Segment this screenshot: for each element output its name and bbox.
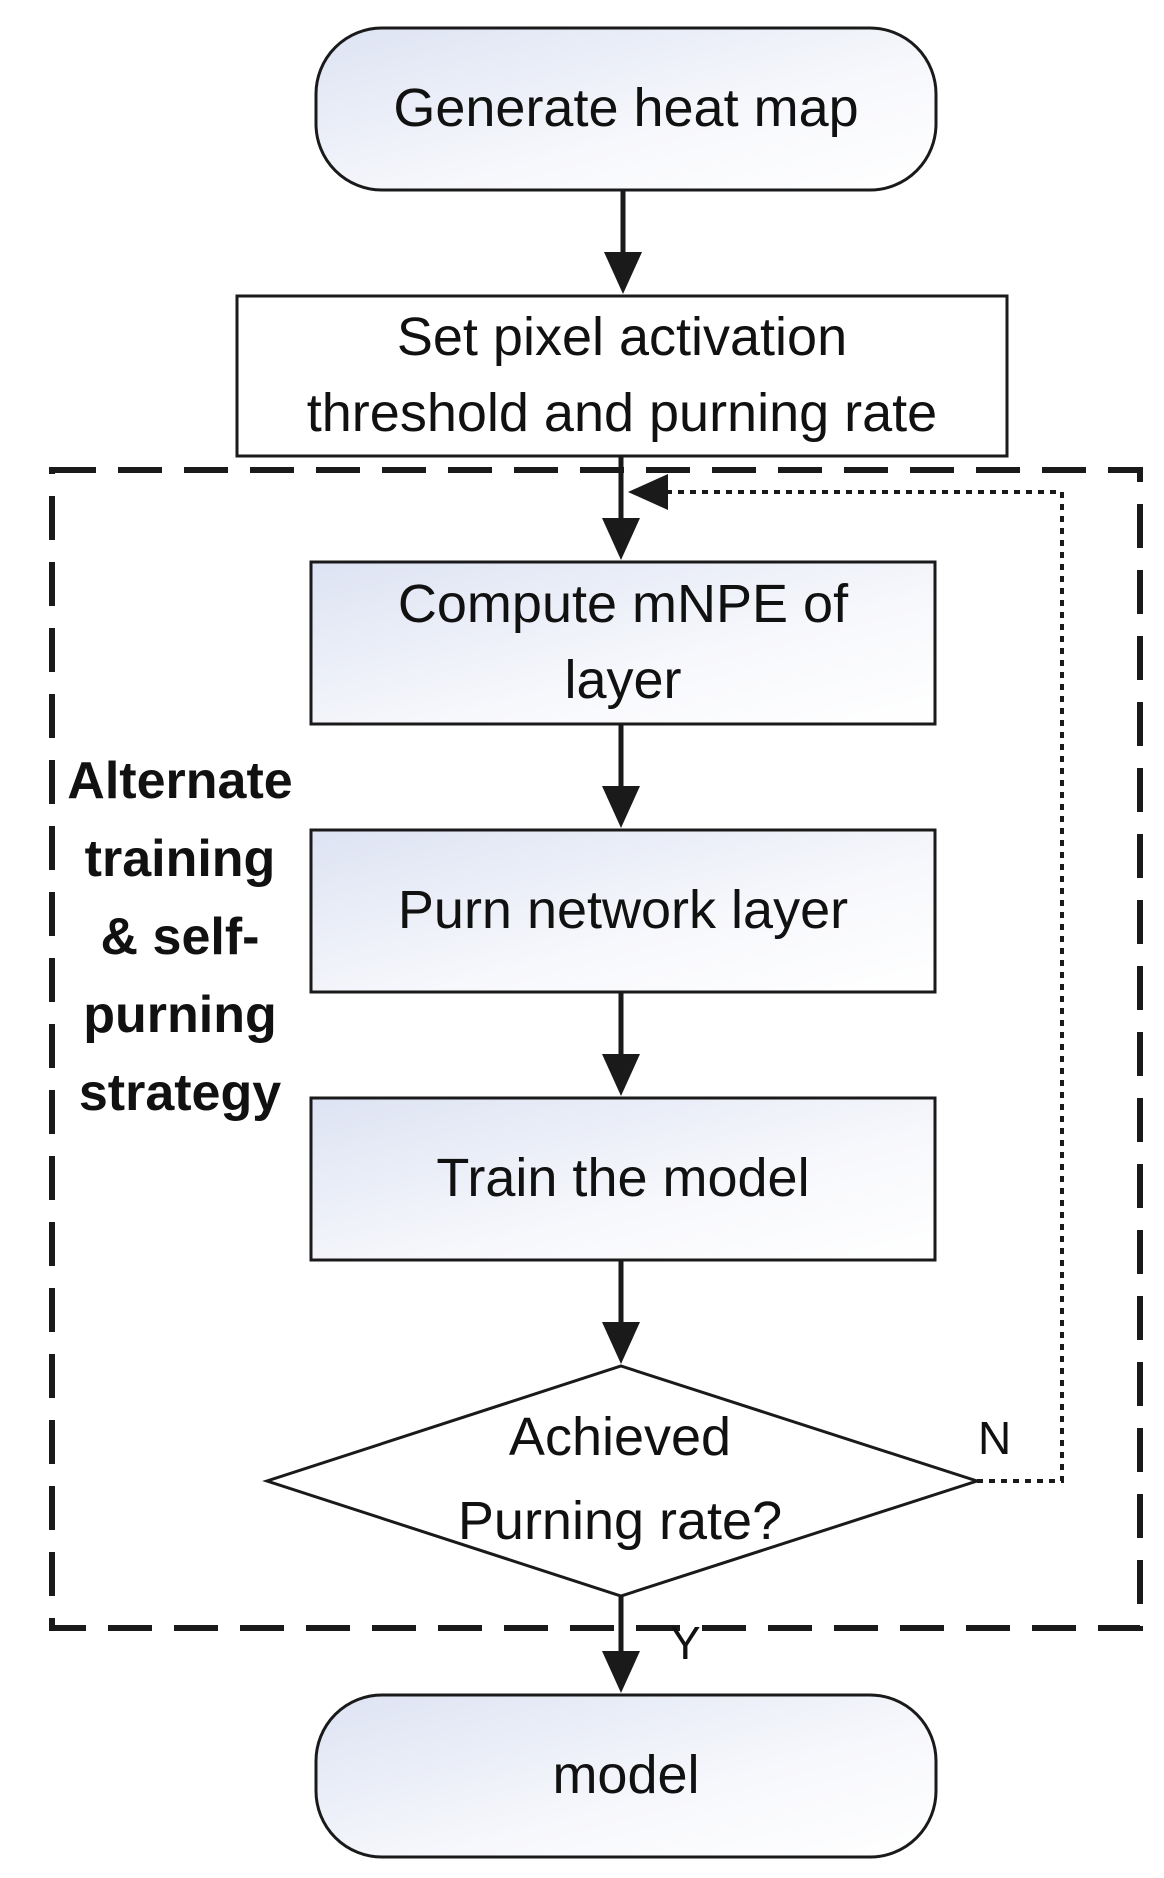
- arrow-head-6: [602, 1651, 640, 1693]
- train-model-label: Train the model: [436, 1148, 810, 1209]
- set-threshold-box: [235, 294, 1009, 458]
- model-box: [314, 1693, 938, 1859]
- generate-heat-map-label: Generate heat map: [393, 78, 859, 139]
- arrow-head-5: [602, 1322, 640, 1364]
- compute-mnpe-label: Compute mNPE of layer: [397, 574, 849, 710]
- flow-arrows: [602, 190, 642, 1693]
- model-label: model: [552, 1745, 700, 1806]
- arrow-head-3: [602, 786, 640, 828]
- train-model-box: [309, 1096, 937, 1262]
- arrow-head-4: [602, 1054, 640, 1096]
- feedback-arrow-head: [628, 474, 668, 510]
- generate-heat-map-box: [314, 26, 938, 192]
- edge-label-yes: Y: [670, 1617, 701, 1669]
- purn-network-layer-box: [309, 828, 937, 994]
- purn-network-layer-label: Purn network layer: [397, 880, 849, 941]
- feedback-loop-line: [664, 490, 1064, 1483]
- arrow-head-2: [602, 518, 640, 560]
- group-border: [49, 467, 1143, 1631]
- compute-mnpe-box: [309, 560, 937, 726]
- group-label: Alternate training & self- purning strat…: [67, 752, 293, 1122]
- decision-label: Achieved Purning rate?: [457, 1407, 783, 1551]
- edge-label-no: N: [978, 1412, 1012, 1464]
- arrow-head-1: [604, 252, 642, 294]
- set-threshold-label: Set pixel activation threshold and purni…: [306, 307, 938, 443]
